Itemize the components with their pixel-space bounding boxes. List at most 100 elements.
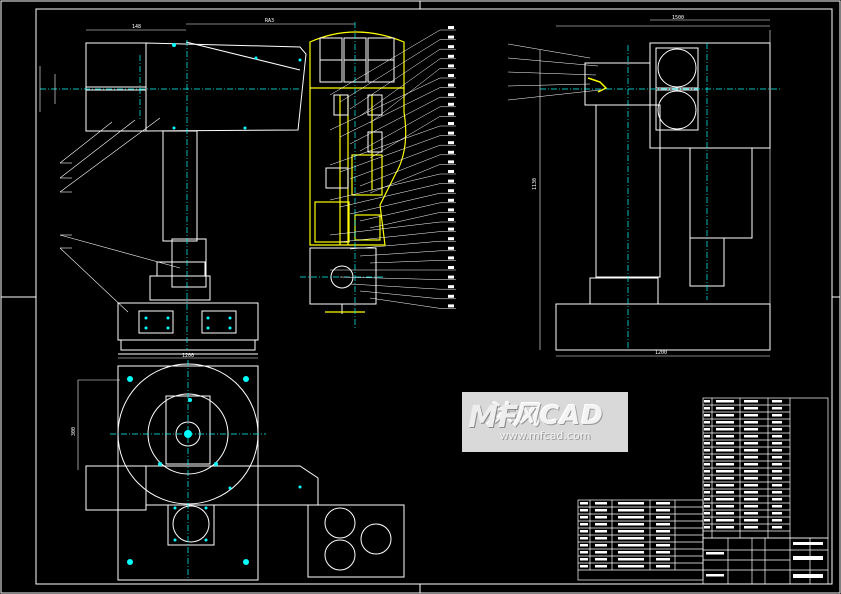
title-text-block xyxy=(772,484,782,487)
title-text-block xyxy=(716,463,734,466)
title-text-block xyxy=(595,530,607,533)
title-text-block xyxy=(744,519,758,522)
title-text-block xyxy=(706,552,724,555)
title-text-block xyxy=(772,449,782,452)
title-text-block xyxy=(580,502,588,505)
title-text-block xyxy=(716,470,734,473)
title-text-block xyxy=(772,400,782,403)
title-text-block xyxy=(595,502,607,505)
title-text-block xyxy=(656,502,670,505)
title-text-block xyxy=(744,470,758,473)
title-text-block xyxy=(704,407,710,410)
title-text-block xyxy=(744,421,758,424)
title-text-block xyxy=(772,456,782,459)
title-text-block xyxy=(595,551,607,554)
title-cell xyxy=(577,499,704,581)
leader-line xyxy=(359,250,441,257)
section-windows xyxy=(319,37,395,189)
title-text-block xyxy=(744,428,758,431)
leader-line xyxy=(349,144,441,180)
leader-line xyxy=(349,192,441,215)
dim-bottom-width: 1200 xyxy=(182,353,194,359)
title-text-block xyxy=(744,512,758,515)
title-text-block xyxy=(618,509,644,512)
leader-number xyxy=(448,141,454,145)
leader-line xyxy=(329,173,441,201)
title-text-block xyxy=(595,544,607,547)
leader-number xyxy=(448,256,454,260)
title-text-block xyxy=(793,542,823,545)
leader-line xyxy=(359,202,441,222)
title-text-block xyxy=(793,556,823,560)
title-block xyxy=(577,397,829,585)
title-text-block xyxy=(744,463,758,466)
title-text-block xyxy=(772,519,782,522)
dim-right-height: 1130 xyxy=(532,178,538,190)
section-view xyxy=(309,247,377,314)
leader-line xyxy=(359,290,441,300)
title-text-block xyxy=(772,421,782,424)
leader-number xyxy=(448,294,454,298)
title-text-block xyxy=(716,449,734,452)
title-text-block xyxy=(656,530,670,533)
title-text-block xyxy=(704,428,710,431)
leader-line xyxy=(369,116,441,159)
title-text-block xyxy=(580,551,588,554)
leader-line xyxy=(339,135,441,173)
leader-line xyxy=(329,221,441,236)
leader-number xyxy=(448,93,454,97)
title-text-block xyxy=(595,523,607,526)
leader-number xyxy=(448,112,454,116)
title-text-block xyxy=(580,565,588,568)
dim-right-bottom: 1200 xyxy=(655,350,667,356)
section-highlight xyxy=(309,31,407,313)
title-text-block xyxy=(716,456,734,459)
title-text-block xyxy=(656,558,670,561)
title-text-block xyxy=(704,456,710,459)
leader-line xyxy=(339,276,441,280)
title-text-block xyxy=(704,435,710,438)
title-text-block xyxy=(704,442,710,445)
title-text-block xyxy=(716,421,734,424)
title-text-block xyxy=(580,530,588,533)
title-text-block xyxy=(656,523,670,526)
title-text-block xyxy=(704,414,710,417)
leader-line xyxy=(359,58,441,117)
title-text-block xyxy=(772,505,782,508)
leader-line xyxy=(329,77,441,131)
title-text-block xyxy=(618,544,644,547)
top-centerlines xyxy=(110,360,266,580)
leader-line xyxy=(329,125,441,166)
leader-line xyxy=(339,39,441,103)
title-text-block xyxy=(716,505,734,508)
title-text-block xyxy=(744,400,758,403)
dim-top-right: 1500 xyxy=(672,15,684,21)
leader-number xyxy=(448,218,454,221)
leader-number xyxy=(448,160,454,164)
title-text-block xyxy=(580,509,588,512)
title-text-block xyxy=(772,442,782,445)
leader-number xyxy=(448,45,454,49)
leader-line xyxy=(349,240,441,250)
leader-number xyxy=(448,170,454,173)
title-text-block xyxy=(772,435,782,438)
title-text-block xyxy=(716,512,734,515)
leader-number xyxy=(448,74,454,77)
title-text-block xyxy=(580,544,588,547)
leader-number xyxy=(448,54,454,58)
title-text-block xyxy=(618,537,644,540)
title-text-block xyxy=(704,498,710,501)
title-text-block xyxy=(580,523,588,526)
title-text-block xyxy=(618,502,644,505)
leader-line xyxy=(369,164,441,194)
title-text-block xyxy=(744,407,758,410)
title-text-block xyxy=(716,414,734,417)
leader-line xyxy=(339,87,441,138)
leader-number xyxy=(448,102,454,106)
title-text-block xyxy=(704,512,710,515)
title-text-block xyxy=(704,484,710,487)
title-text-block xyxy=(618,516,644,519)
title-text-block xyxy=(618,523,644,526)
leader-number xyxy=(448,246,454,250)
title-text-block xyxy=(656,551,670,554)
